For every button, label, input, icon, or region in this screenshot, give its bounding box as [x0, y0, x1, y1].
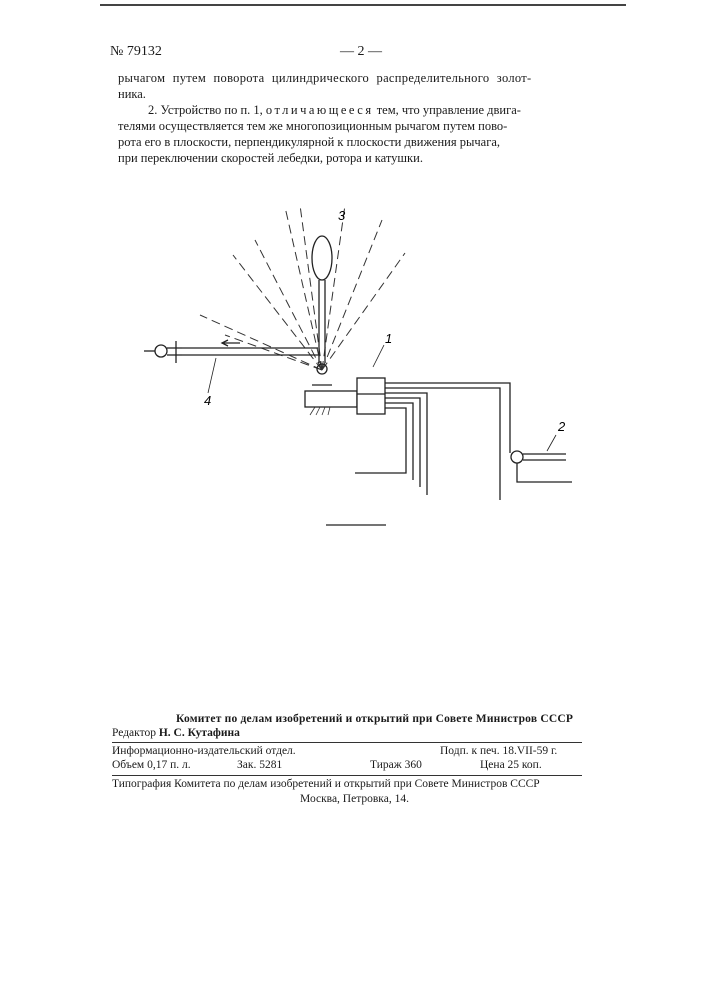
order-number: Зак. 5281 — [237, 759, 282, 771]
page-number: — 2 — — [340, 44, 382, 60]
typography-line: Типография Комитета по делам изобретений… — [112, 778, 540, 790]
footer-rule — [112, 742, 582, 743]
claim-distinguishing-term: отличающееся — [266, 103, 374, 117]
claim-lead: 2. Устройство по п. 1, — [148, 103, 263, 117]
rod-eye — [155, 345, 167, 357]
claim-rest: тем, что управление двига- — [377, 103, 521, 117]
rod-4 — [144, 340, 318, 393]
label-1: 1 — [385, 331, 392, 346]
editor-line: Редактор Н. С. Кутафина — [112, 727, 240, 739]
distributor-valve-1 — [357, 378, 385, 414]
footer-rule — [112, 775, 582, 776]
info-dept: Информационно-издательский отдел. — [112, 745, 296, 757]
leader-1 — [373, 345, 384, 367]
paragraph-1-line-1: рычагом путем поворота цилиндрического р… — [118, 70, 588, 86]
paragraph-1-line-2: ника. — [118, 86, 146, 102]
label-4: 4 — [204, 393, 211, 408]
handle-pivot — [511, 451, 523, 463]
label-3: 3 — [338, 208, 346, 223]
hatch-line — [310, 407, 315, 415]
leader-2 — [547, 435, 556, 451]
pipe — [355, 408, 406, 473]
label-2: 2 — [557, 419, 566, 434]
signed-date: Подп. к печ. 18.VII-59 г. — [440, 745, 557, 757]
handle-return-line — [517, 463, 572, 482]
lever-position-line — [200, 315, 322, 370]
lever-position-line — [322, 253, 405, 370]
price: Цена 25 коп. — [480, 759, 542, 771]
pipe — [385, 403, 413, 480]
handle-2 — [511, 435, 572, 482]
paragraph-2-line-3: рота его в плоскости, перпендикулярной к… — [118, 134, 593, 150]
volume: Объем 0,17 п. л. — [112, 759, 191, 771]
lever-position-line — [322, 220, 382, 370]
paragraph-2-line-1: 2. Устройство по п. 1, отличающееся тем,… — [148, 102, 623, 118]
hatch-line — [322, 407, 325, 415]
lever-position-line — [225, 335, 322, 370]
valve-spool — [305, 391, 357, 407]
paragraph-2-line-4: при переключении скоростей лебедки, рото… — [118, 150, 593, 166]
pipe — [385, 388, 500, 500]
hatch-line — [328, 407, 330, 415]
hatch — [310, 407, 330, 415]
editor-prefix: Редактор — [112, 727, 156, 739]
lever-positions-dashed — [200, 205, 405, 370]
editor-name: Н. С. Кутафина — [159, 727, 240, 739]
print-run: Тираж 360 — [370, 759, 422, 771]
patent-number: № 79132 — [110, 44, 162, 60]
leader-4 — [208, 358, 216, 393]
address-line: Москва, Петровка, 14. — [300, 793, 409, 805]
control-lever — [312, 236, 332, 385]
paragraph-2-line-2: телями осуществляется тем же многопозици… — [118, 118, 593, 134]
patent-diagram: 3 1 4 2 — [0, 195, 707, 535]
hatch-line — [316, 407, 320, 415]
lever-knob — [312, 236, 332, 280]
committee-line: Комитет по делам изобретений и открытий … — [176, 713, 573, 725]
top-rule — [100, 4, 626, 6]
